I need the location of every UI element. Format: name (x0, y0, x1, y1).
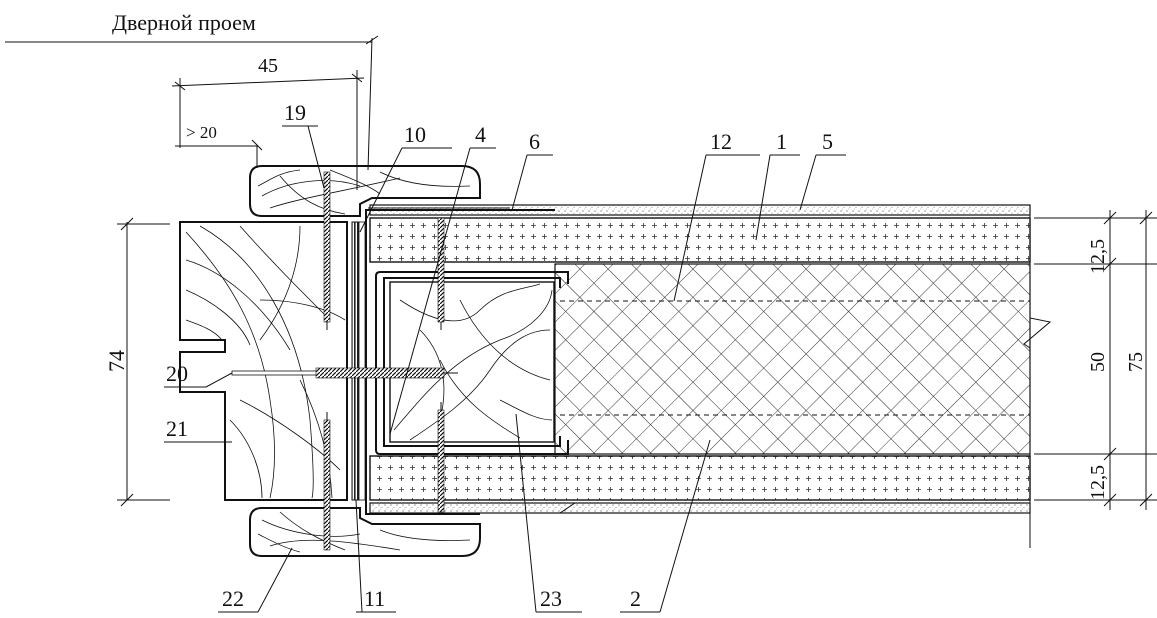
callout-5: 5 (799, 129, 846, 211)
board-layer-top (369, 217, 1031, 263)
bottom-platband (249, 507, 481, 557)
callout-10: 10 (359, 122, 452, 233)
dimension-20: > 20 (175, 123, 263, 168)
dimension-75-label: 75 (1125, 352, 1147, 372)
dimension-20-label: > 20 (186, 123, 217, 142)
finish-joint (559, 502, 576, 514)
finish-layer-bottom (369, 502, 1031, 514)
svg-text:23: 23 (540, 586, 562, 611)
screw-profile-bottom (437, 409, 445, 513)
top-platband (249, 165, 481, 217)
jamb-timber (179, 221, 348, 501)
right-dimensions: 12,5 50 75 12,5 (1034, 210, 1157, 510)
angle-profile (365, 209, 555, 515)
callout-11: 11 (355, 499, 396, 613)
board-layer-bottom (369, 455, 1031, 501)
screw-profile-top (437, 217, 445, 323)
callout-6: 6 (511, 129, 553, 211)
gap-strip (358, 221, 366, 501)
seal-strip (351, 221, 360, 501)
dimension-45: 45 (171, 55, 365, 190)
svg-text:21: 21 (166, 416, 188, 441)
anchor-screw (315, 367, 445, 379)
svg-text:1: 1 (776, 129, 787, 154)
callout-19: 19 (282, 100, 325, 189)
dimension-74-label: 74 (104, 350, 129, 372)
dimension-45-label: 45 (258, 55, 278, 77)
dimension-50-label: 50 (1087, 352, 1109, 372)
callout-2: 2 (620, 439, 711, 613)
svg-text:2: 2 (630, 586, 641, 611)
dimension-74: 74 (104, 217, 170, 507)
callout-20: 20 (164, 361, 233, 388)
callout-12: 12 (673, 129, 760, 302)
dimension-12-bottom-label: 12,5 (1087, 465, 1109, 500)
door-opening-tick (365, 35, 379, 45)
svg-text:4: 4 (475, 122, 486, 147)
screw-top-casing (323, 171, 331, 323)
svg-text:20: 20 (166, 361, 188, 386)
timber-insert (389, 281, 555, 443)
svg-text:5: 5 (822, 129, 833, 154)
steel-profile (375, 270, 569, 455)
callout-21: 21 (164, 416, 232, 443)
svg-text:6: 6 (529, 129, 540, 154)
screw-bottom-casing (323, 419, 331, 551)
svg-text:22: 22 (222, 586, 244, 611)
callout-4: 4 (389, 122, 496, 435)
callout-22: 22 (218, 547, 293, 613)
callout-1: 1 (755, 129, 800, 241)
insulation-core (554, 263, 1031, 455)
callout-23: 23 (515, 413, 582, 613)
dimension-12-top-label: 12,5 (1087, 239, 1109, 274)
svg-text:12: 12 (710, 129, 732, 154)
title-label: Дверной проем (112, 10, 256, 35)
svg-text:19: 19 (284, 100, 306, 125)
svg-text:10: 10 (404, 122, 426, 147)
break-line (1023, 205, 1052, 548)
door-opening-edge (367, 37, 373, 171)
svg-text:11: 11 (364, 586, 385, 611)
